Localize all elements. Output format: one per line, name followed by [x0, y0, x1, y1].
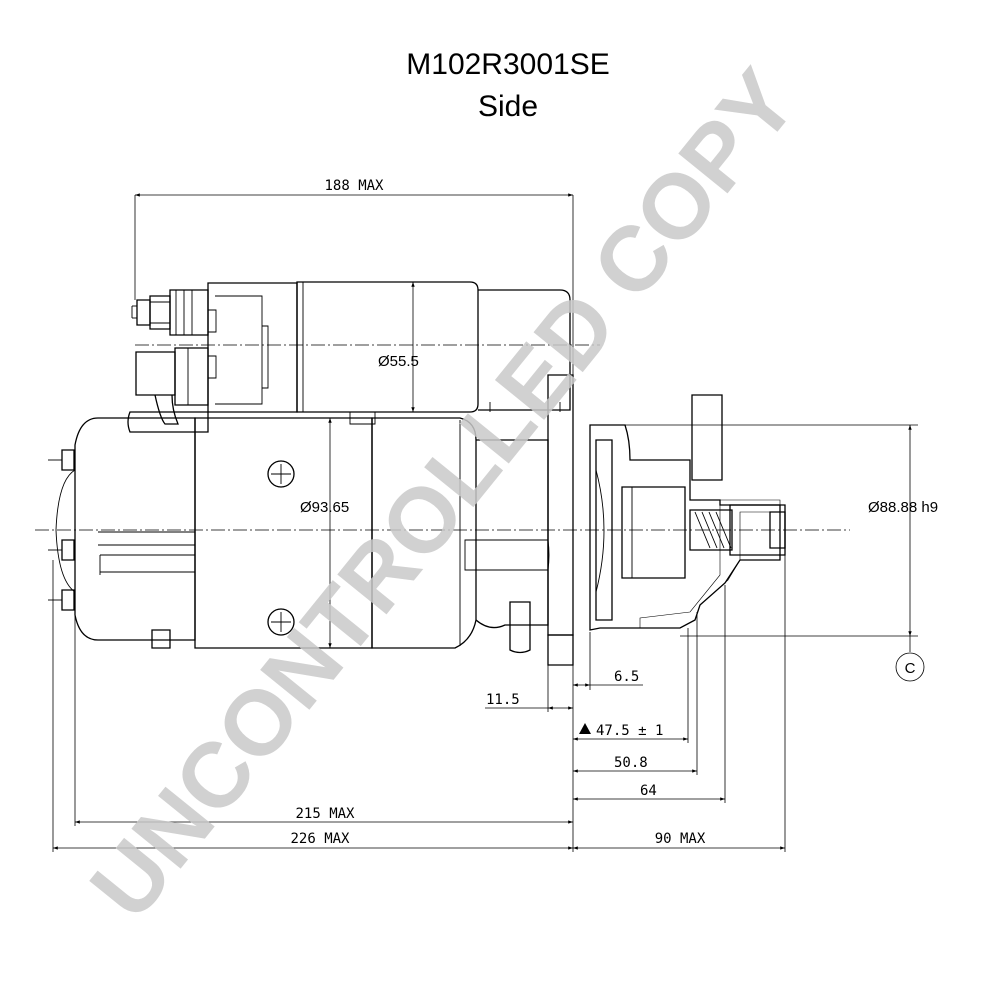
solenoid — [127, 281, 600, 433]
dim-body-diameter: Ø93.65 — [300, 499, 349, 516]
dim-solenoid-diameter: Ø55.5 — [378, 353, 419, 370]
uncontrolled-copy-watermark: UNCONTROLLED COPY — [71, 51, 816, 937]
dim-6-5: 6.5 — [614, 669, 639, 685]
dim-64: 64 — [640, 783, 657, 799]
dim-11-5: 11.5 — [486, 692, 520, 708]
dim-226-max: 226 MAX — [290, 831, 350, 847]
dim-47-5: 47.5 ± 1 — [596, 723, 663, 739]
part-number-title: M102R3001SE — [406, 48, 609, 81]
dim-188-max: 188 MAX — [324, 178, 384, 194]
dim-flange-diameter: Ø88.88 h9 — [868, 499, 938, 516]
dim-50-8: 50.8 — [614, 755, 648, 771]
dim-215-max: 215 MAX — [295, 806, 355, 822]
view-title: Side — [478, 90, 538, 123]
datum-c-label: C — [905, 660, 916, 677]
dimension-lines — [52, 193, 925, 852]
drive-nose — [589, 394, 786, 631]
motor-body — [35, 374, 850, 666]
dim-90-max: 90 MAX — [655, 831, 706, 847]
